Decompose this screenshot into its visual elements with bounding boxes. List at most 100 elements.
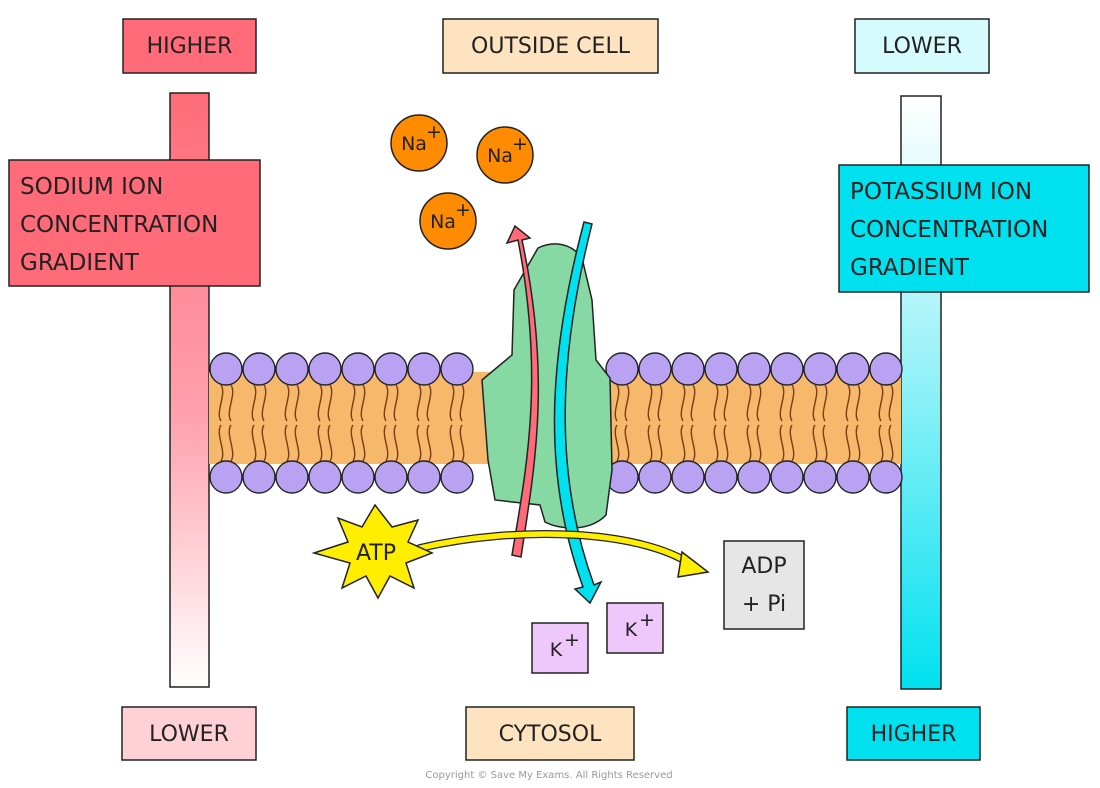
phospholipid-tail xyxy=(812,424,818,462)
phospholipid-tail xyxy=(228,384,234,422)
phospholipid-tail xyxy=(680,384,686,422)
svg-text:Na: Na xyxy=(487,145,513,167)
phospholipid-tail xyxy=(393,384,399,422)
potassium-gradient-label: POTASSIUM ION CONCENTRATION GRADIENT xyxy=(838,164,1090,293)
phospholipid-tail xyxy=(261,424,267,462)
phospholipid-tail xyxy=(327,424,333,462)
phospholipid-head xyxy=(869,352,903,386)
outside-cell-label: OUTSIDE CELL xyxy=(442,18,659,74)
phospholipid-tail xyxy=(317,384,323,422)
phospholipid-head xyxy=(407,460,441,494)
phospholipid-tail xyxy=(449,384,455,422)
phospholipid-tail xyxy=(426,424,432,462)
phospholipid-head xyxy=(737,352,771,386)
phospholipid-head xyxy=(671,352,705,386)
phospholipid-head xyxy=(605,352,639,386)
phospholipid-tail xyxy=(690,384,696,422)
phospholipid-head xyxy=(242,460,276,494)
phospholipid-tail xyxy=(350,424,356,462)
phospholipid-tail xyxy=(888,424,894,462)
phospholipid-head xyxy=(803,352,837,386)
phospholipid-tail xyxy=(647,384,653,422)
phospholipid-head xyxy=(704,460,738,494)
phospholipid-tail xyxy=(360,384,366,422)
phospholipid-tail xyxy=(284,384,290,422)
phospholipid-tail xyxy=(789,384,795,422)
phospholipid-tail xyxy=(746,384,752,422)
phospholipid-tail xyxy=(888,384,894,422)
phospholipid-tail xyxy=(449,424,455,462)
phospholipid-head xyxy=(209,460,243,494)
svg-text:+: + xyxy=(639,609,655,631)
phospholipid-tail xyxy=(624,384,630,422)
phospholipid-head xyxy=(869,460,903,494)
phospholipid-tail xyxy=(261,384,267,422)
phospholipid-tail xyxy=(360,424,366,462)
phospholipid-tail xyxy=(294,384,300,422)
phospholipid-head xyxy=(836,460,870,494)
phospholipid-tail xyxy=(756,384,762,422)
phospholipid-tail xyxy=(294,424,300,462)
adp-pi-box: ADP + Pi xyxy=(723,540,805,630)
phospholipid-head xyxy=(770,460,804,494)
potassium-ion: K + xyxy=(531,622,589,674)
bottom-left-lower-label: LOWER xyxy=(121,706,257,761)
phospholipid-tail xyxy=(855,424,861,462)
cytosol-label: CYTOSOL xyxy=(465,706,635,761)
phospholipid-tail xyxy=(812,384,818,422)
phospholipid-tail xyxy=(350,384,356,422)
phospholipid-tail xyxy=(723,424,729,462)
phospholipid-tail xyxy=(327,384,333,422)
bottom-left-label-text: LOWER xyxy=(149,722,229,747)
sodium-gradient-line: GRADIENT xyxy=(20,250,140,276)
phospholipid-tail xyxy=(855,384,861,422)
phospholipid-tail xyxy=(459,384,465,422)
svg-text:K: K xyxy=(550,639,563,661)
phospholipid-tail xyxy=(822,424,828,462)
bottom-right-higher-label: HIGHER xyxy=(846,706,981,761)
svg-text:+: + xyxy=(426,121,442,143)
phospholipid-tail xyxy=(723,384,729,422)
phospholipid-head xyxy=(638,460,672,494)
phospholipid-head xyxy=(737,460,771,494)
phospholipid-tail xyxy=(459,424,465,462)
atp-label: ATP xyxy=(356,541,396,566)
phospholipid-tail xyxy=(251,384,257,422)
phospholipid-tail xyxy=(746,424,752,462)
sodium-gradient-line: SODIUM ION xyxy=(20,174,163,200)
phospholipid-head xyxy=(242,352,276,386)
atp-arrow-head xyxy=(677,550,710,578)
phospholipid-head xyxy=(275,352,309,386)
phospholipid-tail xyxy=(657,424,663,462)
phospholipid-tail xyxy=(614,424,620,462)
phospholipid-head xyxy=(308,460,342,494)
phospholipid-tail xyxy=(845,384,851,422)
bottom-right-label-text: HIGHER xyxy=(871,722,957,747)
svg-text:+: + xyxy=(512,133,528,155)
top-left-label-text: HIGHER xyxy=(147,34,233,59)
copyright-text: Copyright © Save My Exams. All Rights Re… xyxy=(425,770,672,781)
phospholipid-tail xyxy=(426,384,432,422)
sodium-gradient-line: CONCENTRATION xyxy=(20,212,218,238)
phospholipid-head xyxy=(275,460,309,494)
phospholipid-head xyxy=(704,352,738,386)
phospholipid-tail xyxy=(779,424,785,462)
potassium-gradient-line: GRADIENT xyxy=(850,255,970,281)
phospholipid-tail xyxy=(845,424,851,462)
phospholipid-tail xyxy=(680,424,686,462)
phospholipid-tail xyxy=(416,384,422,422)
phospholipid-head xyxy=(803,460,837,494)
sodium-gradient-label: SODIUM ION CONCENTRATION GRADIENT xyxy=(8,159,261,287)
phospholipid-head xyxy=(770,352,804,386)
phospholipid-tail xyxy=(878,384,884,422)
pi-label: + Pi xyxy=(742,592,786,617)
svg-text:Na: Na xyxy=(401,133,427,155)
phospholipid-tail xyxy=(822,384,828,422)
phospholipid-head xyxy=(638,352,672,386)
phospholipid-head xyxy=(440,460,474,494)
phospholipid-head xyxy=(374,352,408,386)
phospholipid-tail xyxy=(393,424,399,462)
phospholipid-head xyxy=(308,352,342,386)
phospholipid-tail xyxy=(228,424,234,462)
phospholipid-tail xyxy=(690,424,696,462)
